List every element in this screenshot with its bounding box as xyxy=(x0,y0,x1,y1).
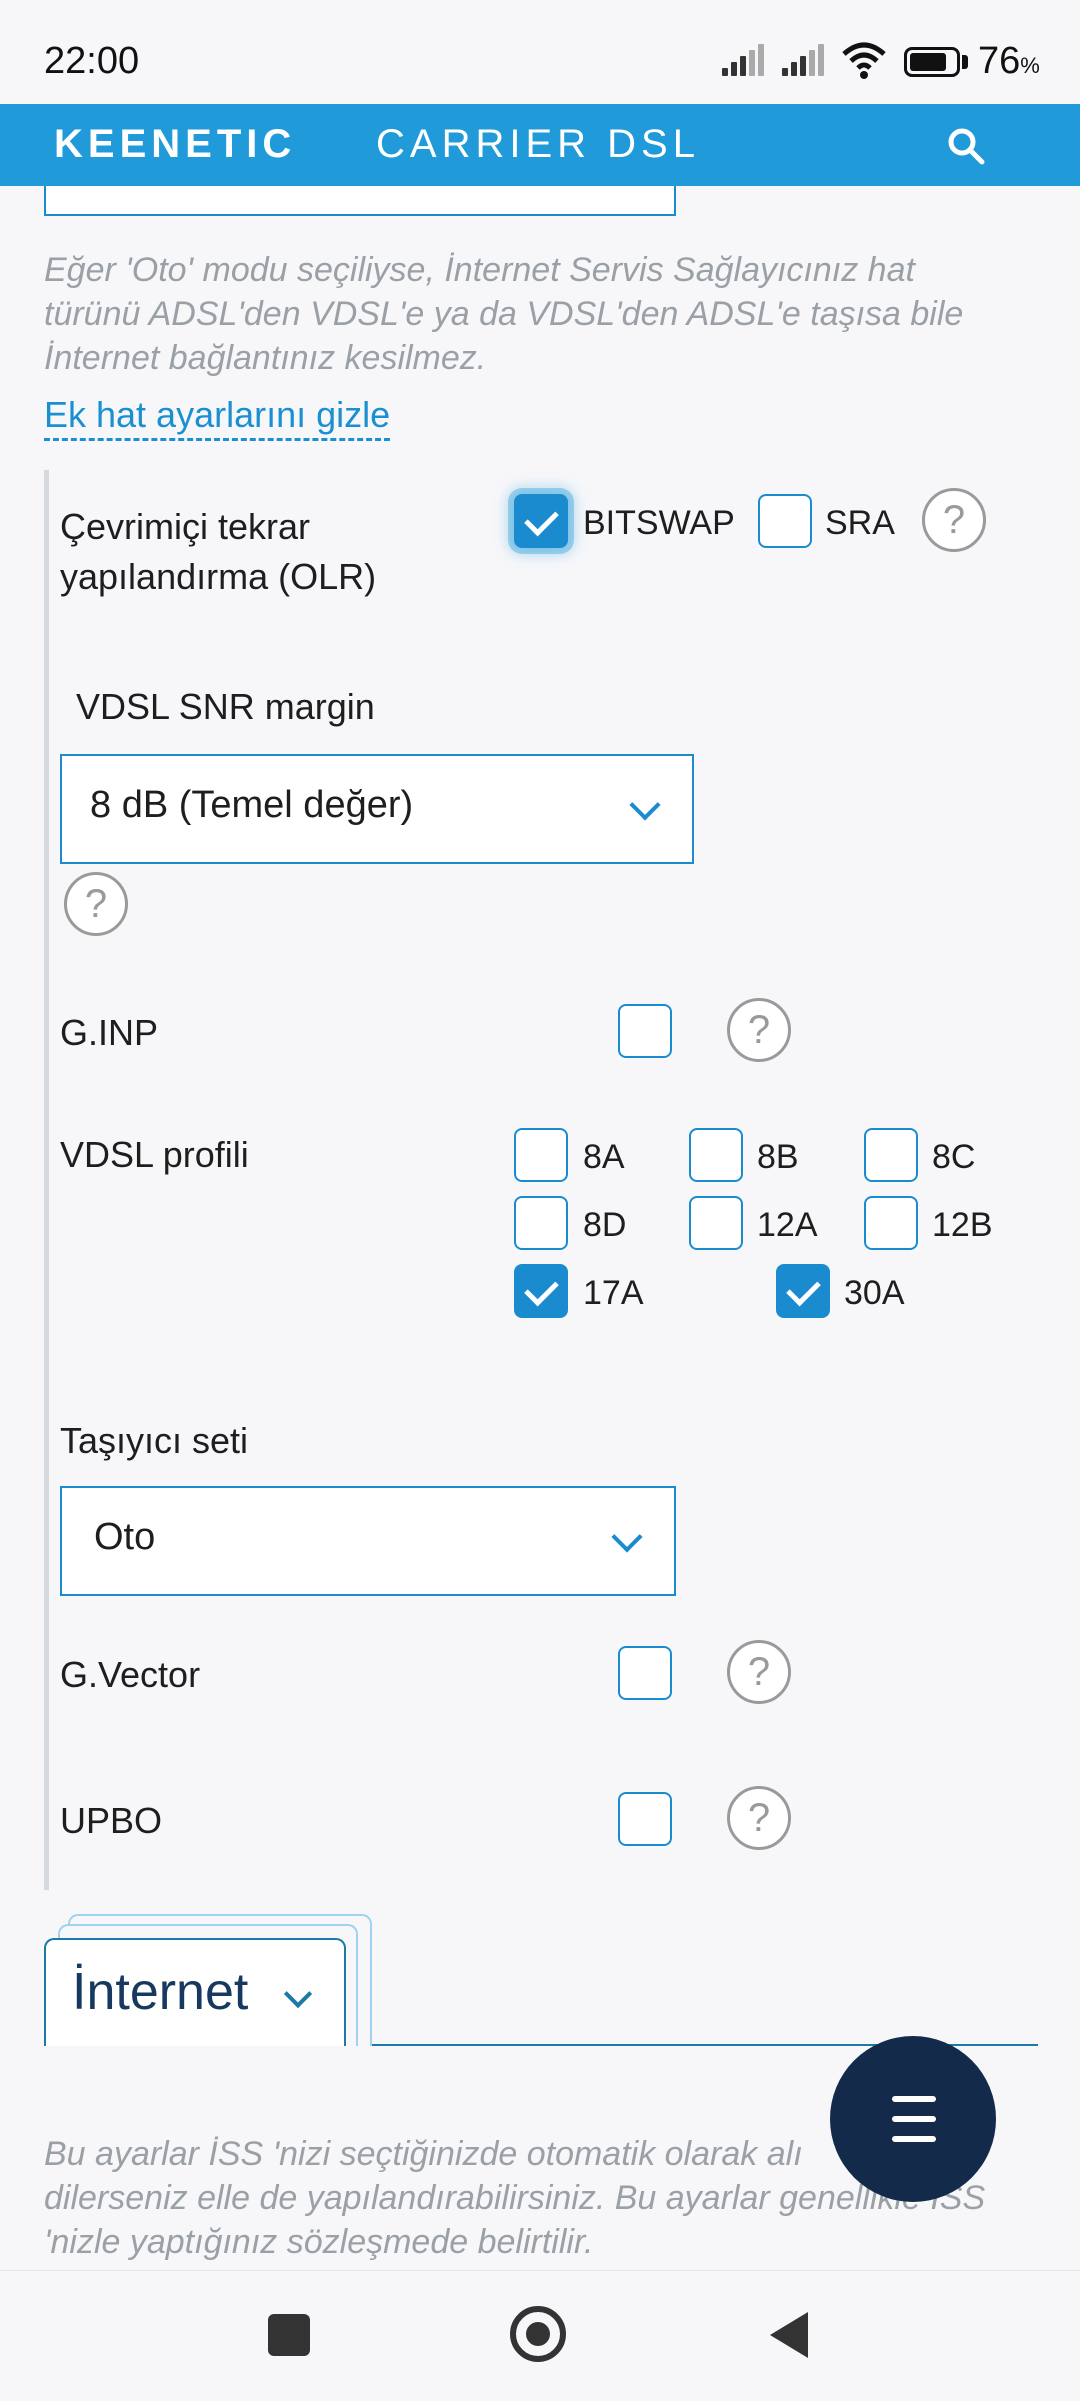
upbo-label: UPBO xyxy=(60,1800,163,1841)
vdsl-profile-label: VDSL profili xyxy=(60,1134,249,1175)
bitswap-label: BITSWAP xyxy=(583,504,735,542)
home-icon[interactable] xyxy=(510,2306,566,2362)
profile-8c-checkbox[interactable] xyxy=(864,1128,918,1182)
chevron-down-icon xyxy=(611,1521,643,1553)
battery-tip xyxy=(962,55,968,69)
gvector-help-icon[interactable]: ? xyxy=(727,1640,791,1704)
menu-fab-button[interactable] xyxy=(830,2036,996,2202)
battery-percent: 76% xyxy=(978,40,1040,82)
signal-icon xyxy=(722,44,766,76)
recents-icon[interactable] xyxy=(268,2314,310,2356)
battery-level xyxy=(910,53,946,71)
gvector-checkbox[interactable] xyxy=(618,1646,672,1700)
olr-label: Çevrimiçi tekrar yapılandırma (OLR) xyxy=(60,506,377,597)
back-icon[interactable] xyxy=(770,2312,808,2358)
profile-17a-checkbox[interactable] xyxy=(514,1264,568,1318)
profile-8d-label: 8D xyxy=(583,1206,627,1244)
hide-line-settings-link[interactable]: Ek hat ayarlarını gizle xyxy=(44,394,391,441)
snr-margin-label: VDSL SNR margin xyxy=(76,686,375,727)
profile-8b-checkbox[interactable] xyxy=(689,1128,743,1182)
profile-8a-checkbox[interactable] xyxy=(514,1128,568,1182)
menu-icon-bar xyxy=(892,2136,936,2142)
wifi-icon xyxy=(842,42,886,79)
carrier-set-value: Oto xyxy=(94,1516,156,1558)
carrier-set-select[interactable]: Oto xyxy=(60,1486,676,1596)
ginp-label: G.INP xyxy=(60,1012,159,1053)
upbo-help-icon[interactable]: ? xyxy=(727,1786,791,1850)
profile-12a-checkbox[interactable] xyxy=(689,1196,743,1250)
snr-margin-select[interactable]: 8 dB (Temel değer) xyxy=(60,754,694,864)
menu-icon xyxy=(892,2096,936,2102)
profile-30a-checkbox[interactable] xyxy=(776,1264,830,1318)
gvector-label: G.Vector xyxy=(60,1654,201,1695)
profile-8b-label: 8B xyxy=(757,1138,799,1176)
profile-12b-label: 12B xyxy=(932,1206,993,1244)
chevron-down-icon xyxy=(629,789,661,821)
sra-checkbox[interactable] xyxy=(758,494,812,548)
signal-icon xyxy=(782,44,826,76)
profile-17a-label: 17A xyxy=(583,1274,644,1312)
section-divider xyxy=(44,470,49,1890)
product-name: CARRIER DSL xyxy=(376,122,700,166)
bitswap-checkbox[interactable] xyxy=(514,494,568,548)
menu-icon-bar xyxy=(892,2116,936,2122)
upbo-checkbox[interactable] xyxy=(618,1792,672,1846)
previous-select[interactable] xyxy=(44,186,676,216)
status-bar xyxy=(0,0,1080,104)
battery-icon xyxy=(904,47,960,77)
snr-margin-value: 8 dB (Temel değer) xyxy=(90,784,414,826)
profile-8d-checkbox[interactable] xyxy=(514,1196,568,1250)
sra-label: SRA xyxy=(825,504,895,542)
home-icon-dot xyxy=(526,2322,550,2346)
isp-settings-note: Bu ayarlar İSS 'nizi seçtiğinizde otomat… xyxy=(44,2135,986,2261)
tab-internet[interactable] xyxy=(44,1938,346,2046)
tab-internet-label: İnternet xyxy=(72,1963,249,2021)
olr-help-icon[interactable]: ? xyxy=(922,488,986,552)
profile-12b-checkbox[interactable] xyxy=(864,1196,918,1250)
carrier-set-label: Taşıyıcı seti xyxy=(60,1420,249,1461)
ginp-checkbox[interactable] xyxy=(618,1004,672,1058)
app-header xyxy=(0,104,1080,186)
profile-8a-label: 8A xyxy=(583,1138,625,1176)
status-time: 22:00 xyxy=(44,40,140,82)
brand-logo: KEENETIC xyxy=(54,122,297,166)
ginp-help-icon[interactable]: ? xyxy=(727,998,791,1062)
snr-help-icon[interactable]: ? xyxy=(64,872,128,936)
tab-underline xyxy=(348,2044,1038,2046)
auto-mode-note: Eğer 'Oto' modu seçiliyse, İnternet Serv… xyxy=(44,251,964,377)
profile-12a-label: 12A xyxy=(757,1206,818,1244)
search-icon[interactable] xyxy=(946,126,986,166)
profile-8c-label: 8C xyxy=(932,1138,976,1176)
profile-30a-label: 30A xyxy=(844,1274,905,1312)
